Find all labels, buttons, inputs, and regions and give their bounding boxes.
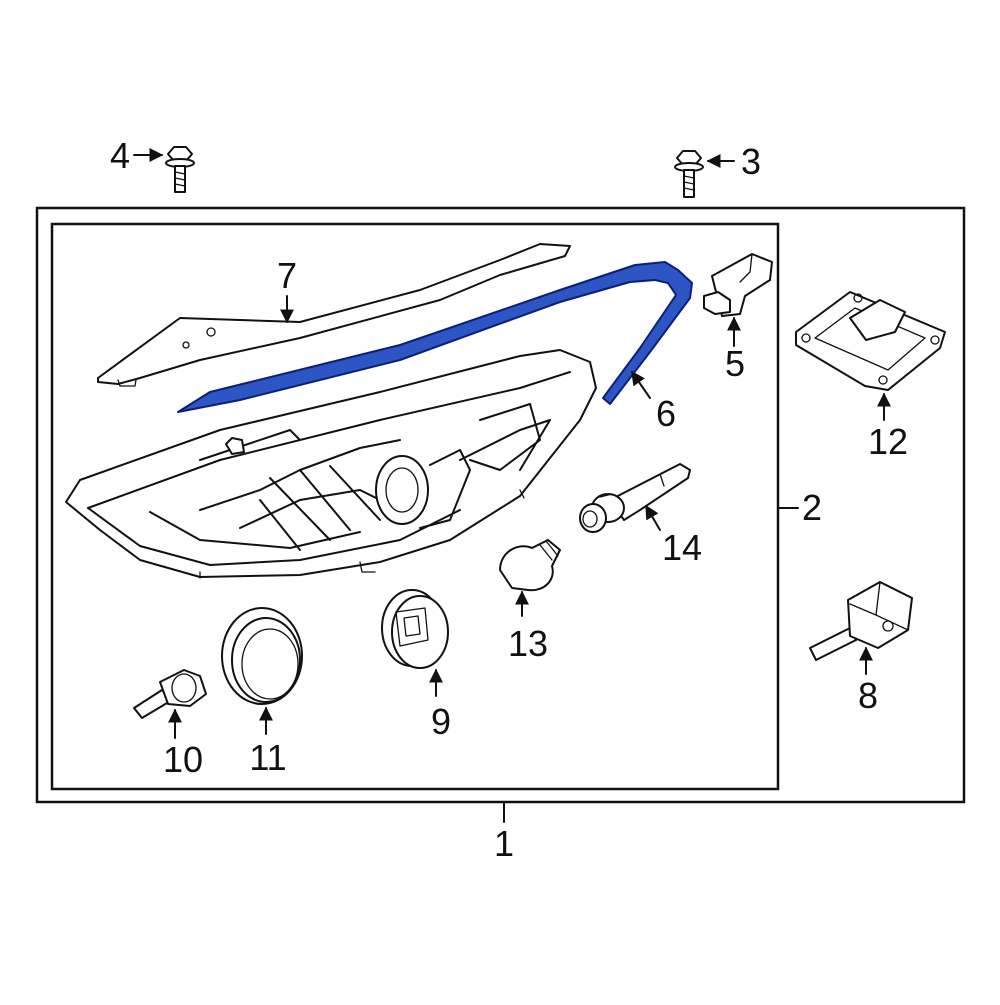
callout-9: 9 [431,701,451,742]
headlamp-housing[interactable] [65,349,597,579]
callout-6: 6 [656,393,676,434]
socket-cap-part-9[interactable] [381,589,449,669]
callout-11: 11 [249,737,286,778]
callout-13: 13 [508,623,548,664]
outer-assembly-frame [35,206,966,804]
bolt-part-4[interactable] [165,146,195,193]
callout-5: 5 [725,343,745,384]
ballast-module-part-12[interactable] [795,291,946,391]
upper-cover-part-7[interactable] [97,243,571,387]
inner-assembly-frame [50,222,780,791]
hid-bulb-part-8[interactable] [809,581,913,661]
bracket-part-5[interactable] [703,253,773,317]
callout-14: 14 [662,527,702,568]
socket-part-14[interactable] [579,463,691,533]
callout-10: 10 [163,739,203,780]
callout-4: 4 [110,135,130,176]
callout-8: 8 [858,675,878,716]
callout-1: 1 [494,823,514,864]
callout-3: 3 [741,141,761,182]
callout-2: 2 [802,487,822,528]
bulb-part-10[interactable] [133,669,207,719]
seal-part-6-highlighted[interactable] [177,261,693,413]
bolt-part-3[interactable] [674,150,704,198]
callout-7: 7 [277,255,297,296]
ring-part-11[interactable] [221,607,303,705]
callout-12: 12 [868,421,908,462]
leader-lines [133,148,891,823]
bulb-part-13[interactable] [499,539,561,592]
